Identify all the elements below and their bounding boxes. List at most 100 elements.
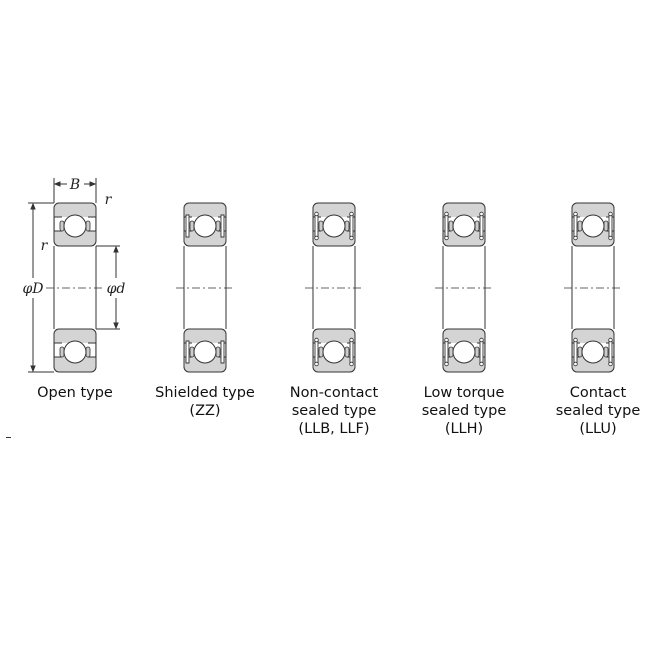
cage: [474, 220, 480, 232]
section-bottom: [183, 328, 227, 373]
chamfer-label-inner: r: [41, 238, 49, 254]
bearing-label-line: (LLU): [579, 421, 617, 437]
seal-lip: [573, 211, 578, 217]
ball: [581, 214, 605, 238]
seal-lip: [444, 235, 449, 241]
width-arrowhead-right: [89, 181, 97, 187]
outer-diameter-label: φD: [22, 281, 43, 297]
bore-arrowhead-top: [113, 245, 119, 253]
dimension-annotations: [28, 178, 120, 373]
bearing-label-line: (LLH): [444, 421, 484, 437]
seal-lip: [349, 361, 354, 367]
cage: [189, 220, 195, 232]
section-top: [571, 202, 615, 247]
cage: [318, 346, 324, 358]
bearing-label: Non-contact sealed type (LLB, LLF): [269, 384, 399, 438]
bearing-label: Shielded type(ZZ): [140, 384, 270, 420]
seal-lip: [573, 235, 578, 241]
bearing-label-line: sealed type: [555, 403, 641, 419]
bearing-open: [46, 202, 104, 373]
cage: [344, 346, 350, 358]
seal-lip: [479, 235, 484, 241]
cage: [59, 220, 65, 232]
seal-lip: [608, 211, 613, 217]
section-top: [53, 202, 97, 247]
cage: [474, 346, 480, 358]
ball: [452, 340, 476, 364]
seal-lip: [444, 337, 449, 343]
shield: [220, 214, 225, 238]
bearing-seal: [305, 202, 363, 373]
seal: [608, 214, 613, 238]
seal-lip: [314, 337, 319, 343]
shield: [220, 340, 225, 364]
bearing-seal: [435, 202, 493, 373]
ball: [581, 340, 605, 364]
cage: [603, 346, 609, 358]
section-top: [442, 202, 486, 247]
bore-diameter-label: φd: [107, 281, 126, 297]
seal-lip: [349, 235, 354, 241]
seal-lip: [573, 361, 578, 367]
section-bottom: [571, 328, 615, 373]
section-bottom: [53, 328, 97, 373]
width-label: B: [69, 177, 80, 193]
bearing-label-line: (LLB, LLF): [298, 421, 370, 437]
bearing-shield: [176, 202, 234, 373]
seal-lip: [573, 337, 578, 343]
ball: [193, 340, 217, 364]
seal: [573, 340, 578, 364]
seal-lip: [608, 337, 613, 343]
cage: [318, 220, 324, 232]
cage: [448, 346, 454, 358]
ball: [452, 214, 476, 238]
bearing-label-line: Low torque: [423, 385, 505, 401]
seal: [444, 340, 449, 364]
shield: [185, 214, 190, 238]
cage: [448, 220, 454, 232]
ball: [322, 340, 346, 364]
seal: [573, 214, 578, 238]
bearing-label-line: Open type: [37, 385, 113, 401]
section-bottom: [442, 328, 486, 373]
bearing-label: Contact sealed type (LLU): [533, 384, 660, 438]
bearing-seal: [564, 202, 622, 373]
cage: [215, 346, 221, 358]
section-top: [183, 202, 227, 247]
cage: [344, 220, 350, 232]
stray-dash-mark: [6, 437, 11, 438]
bearing-label-line: sealed type: [421, 403, 507, 419]
seal-lip: [314, 361, 319, 367]
bearing-label-line: (ZZ): [189, 403, 221, 419]
seal: [479, 340, 484, 364]
width-arrowhead-left: [53, 181, 61, 187]
bearing-label-line: Non-contact: [289, 385, 379, 401]
seal-lip: [349, 211, 354, 217]
cage: [85, 346, 91, 358]
seal-lip: [479, 361, 484, 367]
cage: [577, 346, 583, 358]
cage: [85, 220, 91, 232]
seal-lip: [444, 361, 449, 367]
od-arrowhead-bottom: [30, 365, 36, 373]
shield: [185, 340, 190, 364]
ball: [63, 340, 87, 364]
seal-lip: [444, 211, 449, 217]
cage: [577, 220, 583, 232]
seal: [479, 214, 484, 238]
bearing-label-line: Contact: [569, 385, 627, 401]
cage: [59, 346, 65, 358]
seal: [314, 214, 319, 238]
bearing-label-line: sealed type: [291, 403, 377, 419]
od-arrowhead-top: [30, 202, 36, 210]
seal-lip: [608, 235, 613, 241]
section-top: [312, 202, 356, 247]
bearing-label: Low torque sealed type (LLH): [399, 384, 529, 438]
seal-lip: [314, 235, 319, 241]
seal-lip: [608, 361, 613, 367]
seal: [349, 340, 354, 364]
section-bottom: [312, 328, 356, 373]
ball: [63, 214, 87, 238]
